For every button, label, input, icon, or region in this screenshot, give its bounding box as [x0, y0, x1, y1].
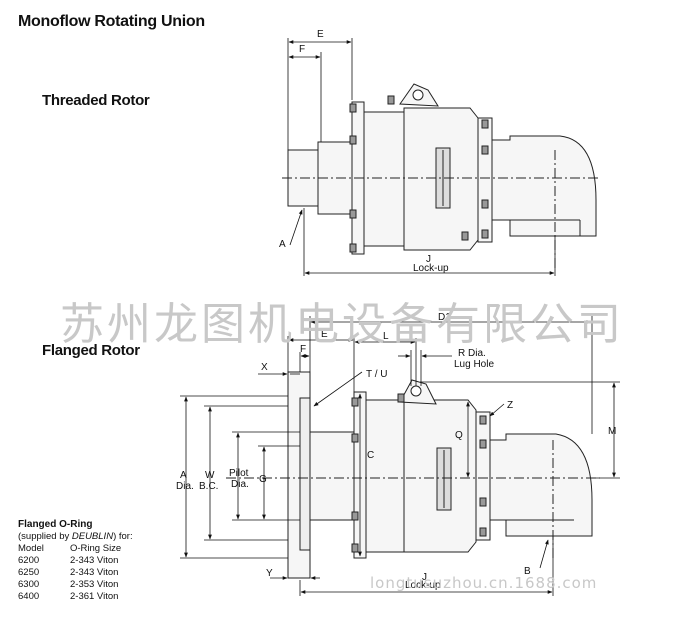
flanged-rotor-drawing: [226, 371, 600, 579]
threaded-housing-rear: [477, 117, 493, 243]
flanged-dim-B: B: [524, 566, 531, 577]
oring-col-size: O-Ring Size: [70, 543, 122, 554]
flanged-dim-pilot-dia: Dia.: [231, 479, 249, 490]
watermark-url: longtusuzhou.cn.1688.com: [370, 574, 598, 592]
threaded-rotor-drawing: [282, 83, 600, 270]
watermark: 苏州龙图机电设备有限公司: [60, 299, 624, 350]
flanged-dim-pilot: Pilot: [229, 468, 249, 479]
flanged-dim-X: X: [261, 362, 268, 373]
oring-header-row: Model O-Ring Size: [18, 543, 168, 555]
flanged-rotor-title: Flanged Rotor: [42, 342, 140, 359]
flanged-dim-Z: Z: [507, 400, 513, 411]
threaded-dim-F: F: [299, 44, 305, 55]
flanged-dim-A: A: [180, 470, 187, 481]
flanged-housing-front: [365, 399, 405, 553]
threaded-dim-A: A: [279, 239, 286, 250]
flanged-dim-J: J: [422, 572, 427, 583]
flanged-dim-TU: T / U: [366, 369, 387, 380]
flanged-dim-F: F: [300, 344, 306, 355]
threaded-elbow: [491, 135, 597, 237]
flanged-dim-L: L: [383, 331, 389, 342]
threaded-dim-J: J: [426, 254, 431, 265]
flanged-lockup: Lock-up: [405, 580, 441, 591]
oring-heading: Flanged O-Ring: [18, 519, 93, 530]
flanged-lug-hole: Lug Hole: [454, 359, 494, 370]
flanged-dim-D1: D1: [438, 312, 451, 323]
flanged-dim-A-dia: Dia.: [176, 481, 194, 492]
flanged-dim-C: C: [367, 450, 374, 461]
threaded-lockup: Lock-up: [413, 263, 449, 274]
flanged-housing-rear: [475, 411, 491, 541]
flanged-dim-M: M: [608, 426, 616, 437]
flanged-dim-Y: Y: [266, 568, 273, 579]
flanged-elbow: [489, 433, 593, 537]
page-title: Monoflow Rotating Union: [18, 13, 205, 30]
threaded-dim-E: E: [317, 29, 324, 40]
flanged-rotor-body: [309, 431, 355, 521]
oring-col-model: Model: [18, 543, 44, 554]
flanged-dimensions: [180, 316, 620, 596]
threaded-housing-front: [363, 111, 405, 247]
oring-supplied: (supplied by DEUBLIN) for:: [18, 531, 133, 542]
oring-table: Flanged O-Ring (supplied by DEUBLIN) for…: [18, 519, 168, 603]
flanged-dim-G: G: [259, 474, 267, 485]
flanged-dim-R: R Dia.: [458, 348, 486, 359]
flanged-dim-W-bc: B.C.: [199, 481, 218, 492]
threaded-rotor-title: Threaded Rotor: [42, 92, 150, 109]
threaded-dimensions: [287, 38, 556, 276]
flanged-dim-Q: Q: [455, 430, 463, 441]
flanged-dim-W: W: [205, 470, 215, 481]
flanged-dim-E: E: [321, 329, 328, 340]
